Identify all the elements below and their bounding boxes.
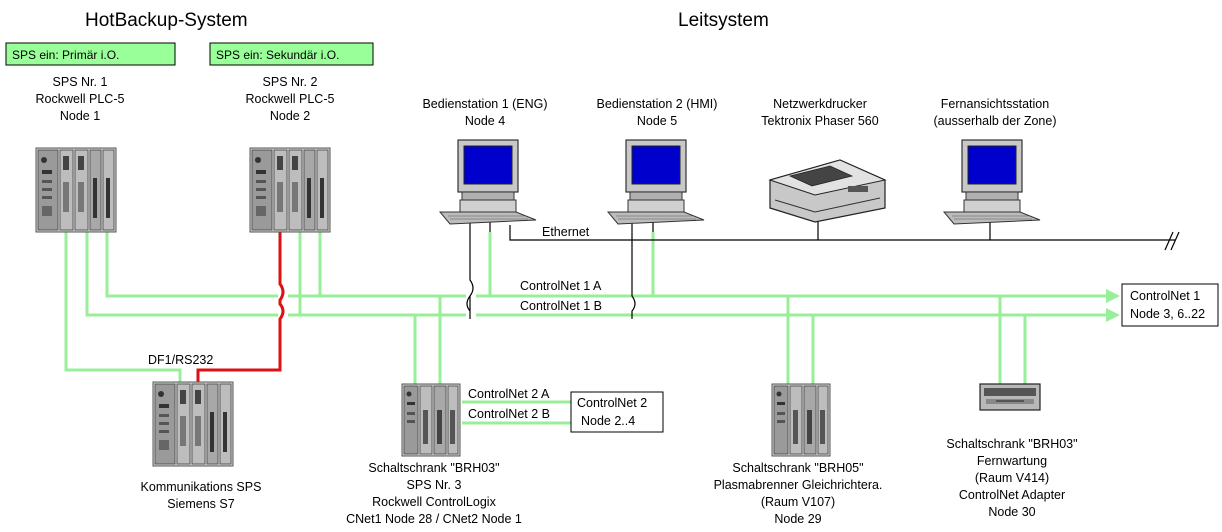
svg-text:Node 2..4: Node 2..4 <box>581 414 635 428</box>
svg-text:CNet1 Node 28 / CNet2 Node 1: CNet1 Node 28 / CNet2 Node 1 <box>346 512 522 526</box>
workstation-hmi-icon <box>607 139 705 225</box>
svg-text:Plasmabrenner Gleichrichtera.: Plasmabrenner Gleichrichtera. <box>714 478 883 492</box>
plc-2: SPS Nr. 2 Rockwell PLC-5 Node 2 <box>246 75 335 233</box>
svg-text:Rockwell PLC-5: Rockwell PLC-5 <box>36 92 125 106</box>
svg-text:Kommunikations SPS: Kommunikations SPS <box>141 480 262 494</box>
svg-text:Bedienstation 1 (ENG): Bedienstation 1 (ENG) <box>422 97 547 111</box>
svg-text:SPS ein: Sekundär i.O.: SPS ein: Sekundär i.O. <box>216 48 339 62</box>
controlnet-1a-label: ControlNet 1 A <box>520 279 602 293</box>
svg-text:Schaltschrank "BRH03": Schaltschrank "BRH03" <box>368 461 499 475</box>
controlnet-2-links <box>462 400 571 425</box>
brh05-plc: Schaltschrank "BRH05" Plasmabrenner Glei… <box>714 383 883 526</box>
svg-text:Node 29: Node 29 <box>774 512 821 526</box>
svg-text:Node 4: Node 4 <box>465 114 505 128</box>
svg-text:Node 1: Node 1 <box>60 109 100 123</box>
svg-text:(ausserhalb der Zone): (ausserhalb der Zone) <box>934 114 1057 128</box>
plc-1-rack-icon <box>35 147 117 233</box>
svg-text:Node 30: Node 30 <box>988 505 1035 519</box>
svg-text:Fernwartung: Fernwartung <box>977 454 1047 468</box>
controlnet-1-arrows <box>1106 289 1120 322</box>
brh05-rack-icon <box>771 383 831 457</box>
ethernet-label: Ethernet <box>542 225 590 239</box>
controlnet-2a-label: ControlNet 2 A <box>468 387 550 401</box>
svg-text:(Raum V107): (Raum V107) <box>761 495 835 509</box>
ethernet-bus <box>466 222 1180 319</box>
brh03-controlnet-adapter: Schaltschrank "BRH03" Fernwartung (Raum … <box>946 383 1078 519</box>
primary-status-badge: SPS ein: Primär i.O. <box>5 42 176 66</box>
svg-text:Tektronix Phaser 560: Tektronix Phaser 560 <box>761 114 878 128</box>
svg-text:Netzwerkdrucker: Netzwerkdrucker <box>773 97 867 111</box>
brh03-controllogix: Schaltschrank "BRH03" SPS Nr. 3 Rockwell… <box>346 383 522 526</box>
serial-link <box>196 232 285 382</box>
svg-text:Rockwell PLC-5: Rockwell PLC-5 <box>246 92 335 106</box>
controlnet-2b-label: ControlNet 2 B <box>468 407 550 421</box>
svg-text:Schaltschrank "BRH05": Schaltschrank "BRH05" <box>732 461 863 475</box>
adapter-device-icon <box>979 383 1041 411</box>
controlnet-1b-bus <box>64 232 1108 385</box>
svg-text:Schaltschrank "BRH03": Schaltschrank "BRH03" <box>946 437 1077 451</box>
controllogix-rack-icon <box>401 383 461 457</box>
svg-text:SPS Nr. 2: SPS Nr. 2 <box>263 75 318 89</box>
controlnet-1a-bus <box>105 232 1108 385</box>
svg-text:SPS ein: Primär i.O.: SPS ein: Primär i.O. <box>12 48 119 62</box>
svg-text:ControlNet Adapter: ControlNet Adapter <box>959 488 1065 502</box>
remote-view-station: Fernansichtsstation (ausserhalb der Zone… <box>934 97 1057 225</box>
svg-text:ControlNet 1: ControlNet 1 <box>1130 289 1200 303</box>
controlnet-1-box: ControlNet 1 Node 3, 6..22 <box>1121 283 1219 327</box>
svg-text:Bedienstation 2 (HMI): Bedienstation 2 (HMI) <box>597 97 718 111</box>
secondary-status-badge: SPS ein: Sekundär i.O. <box>209 42 374 66</box>
hotbackup-title: HotBackup-System <box>85 10 248 31</box>
controlnet-2-box: ControlNet 2 Node 2..4 <box>570 391 664 433</box>
comm-plc: Kommunikations SPS Siemens S7 <box>141 381 262 511</box>
svg-text:Node 2: Node 2 <box>270 109 310 123</box>
svg-text:Fernansichtsstation: Fernansichtsstation <box>941 97 1049 111</box>
svg-text:ControlNet 2: ControlNet 2 <box>577 396 647 410</box>
svg-text:(Raum V414): (Raum V414) <box>975 471 1049 485</box>
workstation-remote-icon <box>943 139 1041 225</box>
network-printer: Netzwerkdrucker Tektronix Phaser 560 <box>761 97 887 223</box>
svg-text:SPS Nr. 3: SPS Nr. 3 <box>407 478 462 492</box>
svg-text:SPS Nr. 1: SPS Nr. 1 <box>53 75 108 89</box>
df1-label: DF1/RS232 <box>148 353 213 367</box>
engineering-station: Bedienstation 1 (ENG) Node 4 <box>422 97 548 225</box>
workstation-eng-icon <box>439 139 537 225</box>
comm-plc-rack-icon <box>152 381 234 467</box>
svg-text:Siemens S7: Siemens S7 <box>167 497 234 511</box>
printer-icon <box>768 159 887 223</box>
controlnet-1b-label: ControlNet 1 B <box>520 299 602 313</box>
svg-text:Node 3, 6..22: Node 3, 6..22 <box>1130 307 1205 321</box>
plc-2-rack-icon <box>249 147 331 233</box>
hmi-station: Bedienstation 2 (HMI) Node 5 <box>597 97 718 225</box>
plc-1: SPS Nr. 1 Rockwell PLC-5 Node 1 <box>35 75 125 233</box>
svg-text:Rockwell ControlLogix: Rockwell ControlLogix <box>372 495 496 509</box>
leitsystem-title: Leitsystem <box>678 10 769 31</box>
svg-text:Node 5: Node 5 <box>637 114 677 128</box>
